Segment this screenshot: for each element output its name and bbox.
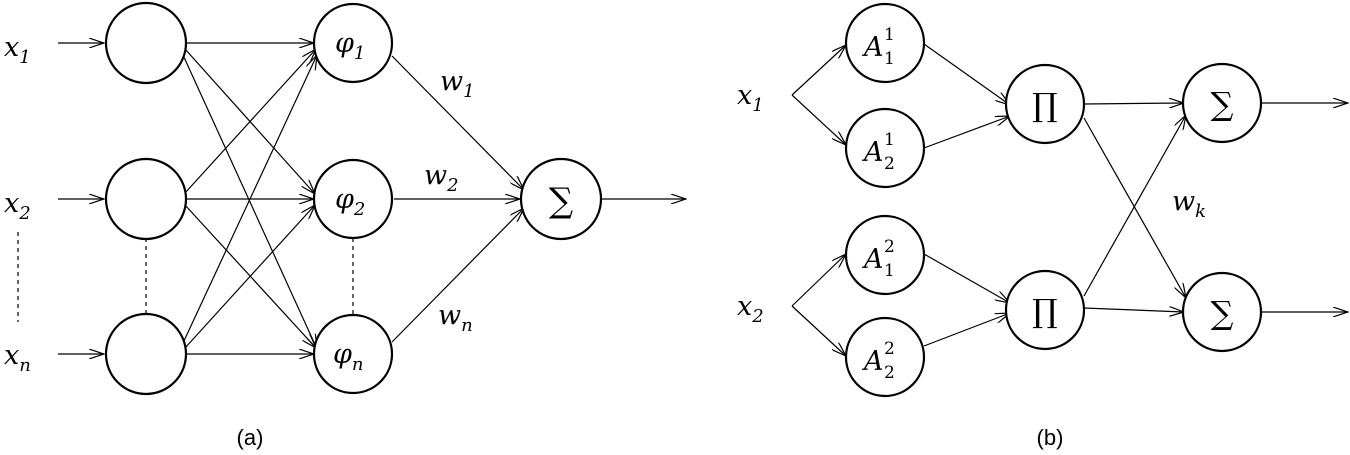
sum-symbol-1: ∑ (1211, 85, 1234, 123)
membership-label-A22: A 2 2 (861, 339, 895, 383)
input-node-2 (104, 157, 188, 241)
x1-to-A11-edge (791, 45, 846, 96)
x2-to-A21-edge (791, 254, 846, 307)
svg-text:A: A (861, 346, 884, 377)
input-node-n (104, 312, 188, 396)
product-symbol-2: ∏ (1032, 292, 1057, 330)
membership-label-A12: A 1 2 (861, 130, 895, 174)
input-label-n: xn (4, 340, 31, 376)
sum-node (519, 157, 603, 241)
A12-to-prod1-edge (923, 116, 1010, 149)
hidden-node-1 (312, 2, 394, 84)
product-node-2 (1004, 269, 1086, 351)
caption-b: (b) (1037, 425, 1064, 450)
membership-node-A22 (844, 316, 926, 398)
A11-to-prod1-edge (923, 43, 1010, 105)
panel-b: x1 x2 A 1 1 A 1 2 A 2 1 A 2 2 ∏ ∏ ∑ ∑ wk (737, 2, 1348, 450)
x2-to-A22-edge (791, 305, 846, 356)
hidden-n-to-sum-edge (391, 208, 524, 343)
sum-symbol: ∑ (549, 181, 573, 221)
svg-text:A: A (861, 32, 884, 63)
hidden-node-n (312, 313, 394, 395)
membership-label-A11: A 1 1 (861, 25, 895, 69)
b-input-label-2: x2 (737, 291, 764, 327)
product-symbol-1: ∏ (1032, 86, 1057, 124)
A21-to-prod2-edge (923, 253, 1010, 303)
input-to-hidden-edges (182, 43, 317, 354)
prod1-to-sum1-edge (1083, 103, 1184, 104)
svg-text:2: 2 (884, 237, 895, 257)
input-node-1 (104, 1, 188, 85)
svg-text:A: A (861, 244, 884, 275)
prod2-to-sum2-edge (1083, 308, 1184, 312)
sum-node-2 (1181, 271, 1263, 353)
membership-node-A11 (844, 2, 926, 84)
svg-text:1: 1 (884, 25, 895, 45)
svg-text:2: 2 (884, 339, 895, 359)
weight-label-1: w1 (440, 66, 475, 102)
svg-text:2: 2 (884, 363, 895, 383)
hidden-label-1: φ1 (335, 28, 365, 64)
svg-text:2: 2 (884, 154, 895, 174)
membership-label-A21: A 2 1 (861, 237, 895, 281)
weight-label-k: wk (1172, 186, 1206, 222)
svg-text:A: A (861, 137, 884, 168)
prod1-to-sum2-edge (1083, 117, 1186, 298)
hidden-label-n: φn (333, 339, 364, 375)
b-input-label-1: x1 (737, 80, 764, 116)
weight-label-2: w2 (424, 160, 459, 196)
sum-node-1 (1181, 62, 1263, 144)
hidden-node-2 (312, 158, 394, 240)
sum-symbol-2: ∑ (1211, 294, 1234, 332)
weight-label-n: wn (438, 300, 473, 336)
input-label-2: x2 (4, 188, 31, 224)
svg-text:1: 1 (884, 130, 895, 150)
prod2-to-sum1-edge (1083, 115, 1186, 297)
svg-text:1: 1 (884, 49, 895, 69)
x1-to-A12-edge (791, 94, 846, 145)
caption-a: (a) (237, 425, 264, 450)
svg-text:1: 1 (884, 261, 895, 281)
panel-a: x1 x2 xn φ1 φ2 φn w1 w2 wn ∑ (a) (4, 1, 686, 450)
product-node-1 (1004, 63, 1086, 145)
A22-to-prod2-edge (923, 313, 1010, 347)
input-label-1: x1 (4, 32, 31, 68)
membership-node-A12 (844, 107, 926, 189)
hidden-label-2: φ2 (335, 184, 365, 220)
membership-node-A21 (844, 214, 926, 296)
hidden-1-to-sum-edge (391, 55, 524, 190)
